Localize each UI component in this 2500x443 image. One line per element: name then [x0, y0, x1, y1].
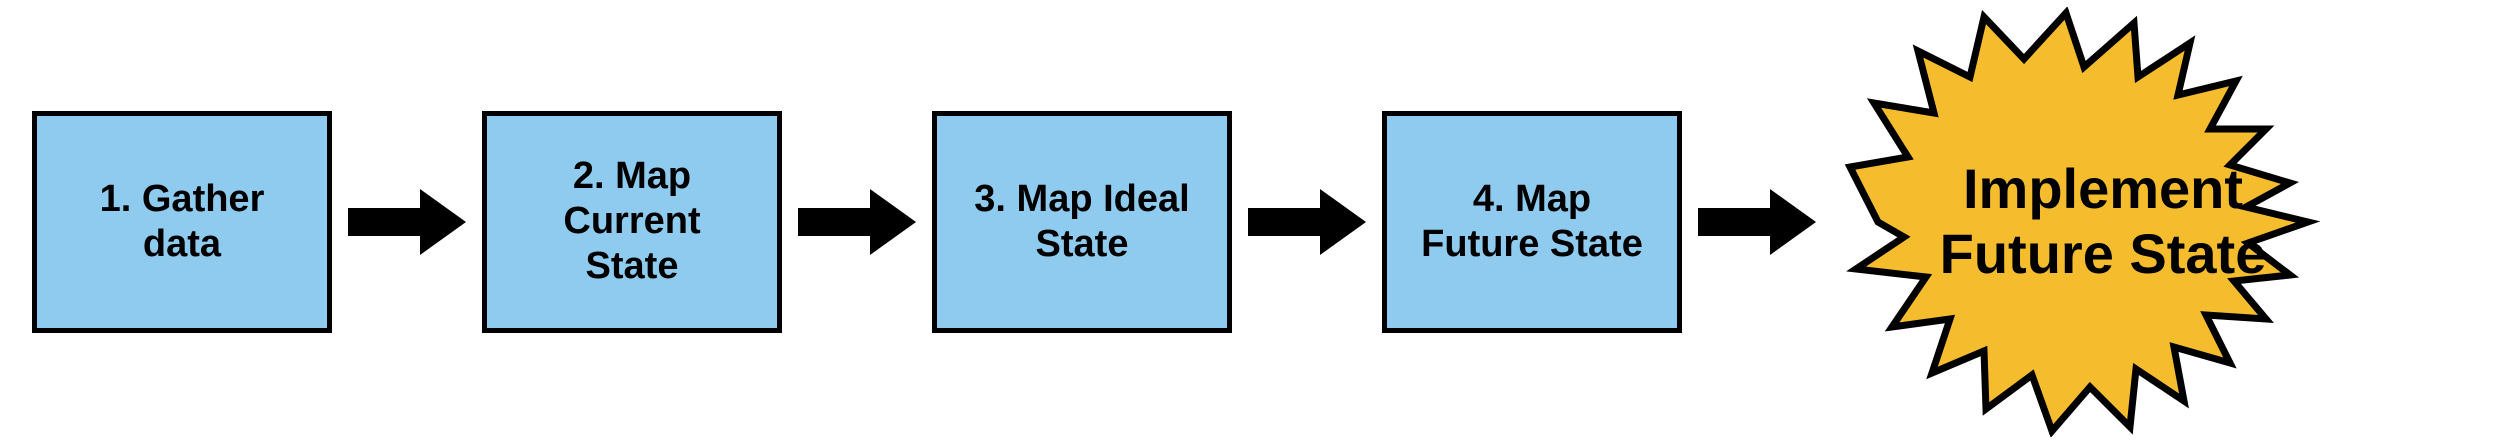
arrow-3-4-icon: [1248, 187, 1366, 257]
arrow-1-2-icon: [348, 187, 466, 257]
starburst-shape: [1844, 6, 2321, 437]
arrow-2-3-icon: [798, 187, 916, 257]
arrow-4-burst-icon: [1698, 187, 1816, 257]
